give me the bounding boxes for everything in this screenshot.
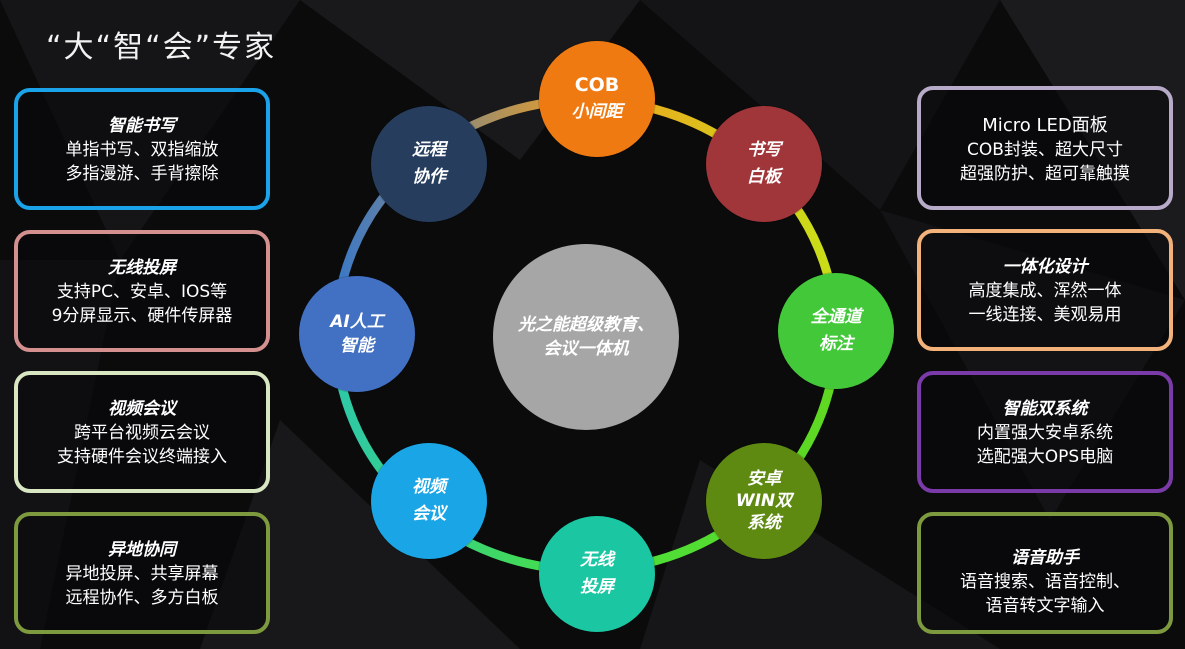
center-product: 光之能超级教育、 会议一体机 <box>493 244 679 430</box>
card-line: 语音转文字输入 <box>985 596 1105 616</box>
node-annotation: 全通道 标注 <box>778 273 894 389</box>
card-title: 异地协同 <box>108 540 176 560</box>
card-line: 远程协作、多方白板 <box>65 588 219 608</box>
card-line: 9分屏显示、硬件传屏器 <box>51 306 233 326</box>
card-line: 单指书写、双指缩放 <box>65 140 219 160</box>
card-line: 异地投屏、共享屏幕 <box>65 564 219 584</box>
card-title: 无线投屏 <box>108 258 176 278</box>
node-cob: COB 小间距 <box>539 41 655 157</box>
card-line: COB封装、超大尺寸 <box>967 140 1123 160</box>
feature-card-micro-led: Micro LED面板 COB封装、超大尺寸 超强防护、超可靠触摸 <box>917 86 1173 210</box>
feature-card-voice-assistant: 语音助手 语音搜索、语音控制、 语音转文字输入 <box>917 512 1173 634</box>
feature-card-video-conference: 视频会议 跨平台视频云会议 支持硬件会议终端接入 <box>14 371 270 493</box>
feature-card-smart-writing: 智能书写 单指书写、双指缩放 多指漫游、手背擦除 <box>14 88 270 210</box>
card-title: 智能书写 <box>108 116 176 136</box>
feature-card-dual-system: 智能双系统 内置强大安卓系统 选配强大OPS电脑 <box>917 371 1173 493</box>
card-line: 支持PC、安卓、IOS等 <box>56 282 228 302</box>
card-title: 语音助手 <box>1011 548 1079 568</box>
node-dual-system: 安卓 WIN双 系统 <box>706 443 822 559</box>
center-line: 会议一体机 <box>543 339 629 359</box>
feature-card-integrated-design: 一体化设计 高度集成、浑然一体 一线连接、美观易用 <box>917 229 1173 351</box>
card-line: 一线连接、美观易用 <box>968 305 1122 325</box>
card-line: 支持硬件会议终端接入 <box>57 447 227 467</box>
card-line: 跨平台视频云会议 <box>74 423 210 443</box>
node-whiteboard: 书写 白板 <box>706 106 822 222</box>
card-line: 高度集成、浑然一体 <box>968 281 1122 301</box>
node-wireless: 无线 投屏 <box>539 516 655 632</box>
feature-card-remote-collaboration: 异地协同 异地投屏、共享屏幕 远程协作、多方白板 <box>14 512 270 634</box>
card-line: 选配强大OPS电脑 <box>976 447 1114 467</box>
card-title: 视频会议 <box>108 399 176 419</box>
node-video: 视频 会议 <box>371 443 487 559</box>
center-line: 光之能超级教育、 <box>518 315 654 335</box>
page-title: “大“智“会”专家 <box>46 30 277 65</box>
card-title: Micro LED面板 <box>982 115 1108 136</box>
card-line: 超强防护、超可靠触摸 <box>960 164 1130 184</box>
node-remote: 远程 协作 <box>371 106 487 222</box>
card-title: 一体化设计 <box>1002 257 1088 277</box>
card-line: 多指漫游、手背擦除 <box>65 164 219 184</box>
card-line: 语音搜索、语音控制、 <box>960 572 1130 592</box>
card-line: 内置强大安卓系统 <box>977 423 1113 443</box>
node-ai: AI人工 智能 <box>299 276 415 392</box>
feature-card-wireless-projection: 无线投屏 支持PC、安卓、IOS等 9分屏显示、硬件传屏器 <box>14 230 270 352</box>
card-title: 智能双系统 <box>1002 399 1088 419</box>
